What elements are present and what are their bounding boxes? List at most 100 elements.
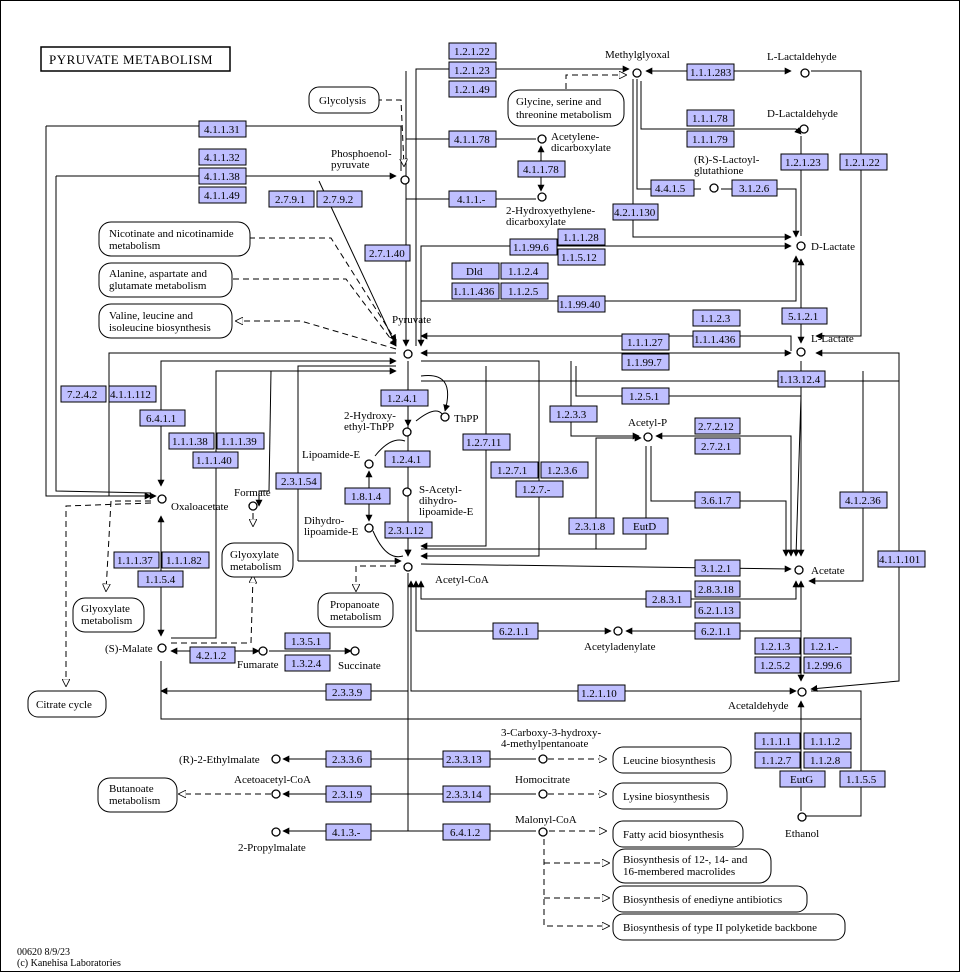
- enzyme-4-1-2-36[interactable]: 4.1.2.36: [839, 491, 888, 509]
- enzyme-4-4-1-5[interactable]: 4.4.1.5: [650, 179, 695, 197]
- enzyme-1-1-1-38[interactable]: 1.1.1.38: [168, 432, 215, 450]
- enzyme-1-2-5-2[interactable]: 1.2.5.2: [754, 656, 801, 674]
- compound-methylglyoxal[interactable]: [632, 68, 642, 78]
- enzyme-4-2-1-2[interactable]: 4.2.1.2: [189, 646, 236, 664]
- enzyme-2-3-1-8[interactable]: 2.3.1.8: [568, 517, 615, 535]
- compound-ethanol[interactable]: [797, 812, 807, 822]
- enzyme-1-13-12-4[interactable]: 1.13.12.4: [777, 370, 826, 388]
- enzyme-1-1-1-79[interactable]: 1.1.1.79: [686, 130, 735, 148]
- enzyme-2-7-9-2[interactable]: 2.7.9.2: [316, 190, 363, 208]
- enzyme-1-2-1-49[interactable]: 1.2.1.49: [448, 80, 497, 98]
- compound-lipoamide-e[interactable]: [364, 459, 374, 469]
- compound-succinate[interactable]: [350, 646, 360, 656]
- compound-acetyladenylate[interactable]: [613, 626, 623, 636]
- enzyme-1-2-1-23-b[interactable]: 1.2.1.23: [780, 153, 829, 171]
- enzyme-1-2-7-dash[interactable]: 1.2.7.-: [515, 480, 564, 498]
- enzyme-3-6-1-7[interactable]: 3.6.1.7: [694, 491, 741, 509]
- enzyme-2-3-3-6[interactable]: 2.3.3.6: [325, 750, 372, 768]
- enzyme-7-2-4-2[interactable]: 7.2.4.2: [60, 385, 107, 403]
- compound-dihydrolipoamide-e[interactable]: [364, 523, 374, 533]
- enzyme-1-1-2-5[interactable]: 1.1.2.5: [500, 282, 549, 300]
- compound-s-acetyl-dihydrolipoamide[interactable]: [402, 487, 412, 497]
- enzyme-1-2-4-1-b[interactable]: 1.2.4.1: [384, 450, 431, 468]
- enzyme-1-1-1-1[interactable]: 1.1.1.1: [754, 732, 801, 750]
- enzyme-2-7-2-1[interactable]: 2.7.2.1: [694, 437, 741, 455]
- enzyme-3-1-2-1[interactable]: 3.1.2.1: [694, 559, 741, 577]
- enzyme-1-1-99-6[interactable]: 1.1.99.6: [509, 238, 558, 256]
- enzyme-1-2-1-23[interactable]: 1.2.1.23: [448, 61, 497, 79]
- enzyme-eutg[interactable]: EutG: [779, 770, 826, 788]
- compound-s-malate[interactable]: [157, 643, 167, 653]
- enzyme-1-1-1-28[interactable]: 1.1.1.28: [557, 228, 606, 246]
- map-lysine-biosynthesis[interactable]: Lysine biosynthesis: [612, 782, 728, 810]
- enzyme-1-1-1-436-a[interactable]: 1.1.1.436: [451, 282, 500, 300]
- compound-acetyl-coa[interactable]: [403, 562, 413, 572]
- enzyme-3-1-2-6[interactable]: 3.1.2.6: [731, 179, 778, 197]
- enzyme-2-8-3-18[interactable]: 2.8.3.18: [694, 580, 741, 598]
- compound-carboxy-hydroxy-methylpentanoate[interactable]: [538, 754, 548, 764]
- enzyme-2-3-3-13[interactable]: 2.3.3.13: [442, 750, 491, 768]
- compound-d-lactaldehyde[interactable]: [799, 124, 809, 134]
- enzyme-4-1-1-101[interactable]: 4.1.1.101: [877, 550, 926, 568]
- enzyme-2-7-9-1[interactable]: 2.7.9.1: [268, 190, 315, 208]
- compound-d-lactate[interactable]: [796, 241, 806, 251]
- enzyme-4-1-1-49[interactable]: 4.1.1.49: [198, 186, 247, 204]
- enzyme-1-2-7-1[interactable]: 1.2.7.1: [490, 461, 539, 479]
- enzyme-1-1-2-7[interactable]: 1.1.2.7: [754, 751, 801, 769]
- enzyme-1-2-1-10[interactable]: 1.2.1.10: [577, 684, 626, 702]
- compound-acetate[interactable]: [794, 565, 804, 575]
- enzyme-dld[interactable]: Dld: [451, 262, 500, 280]
- enzyme-1-1-1-2[interactable]: 1.1.1.2: [803, 732, 852, 750]
- enzyme-4-2-1-130[interactable]: 4.2.1.130: [612, 203, 659, 221]
- compound-oxaloacetate[interactable]: [157, 494, 167, 504]
- compound-l-lactaldehyde[interactable]: [800, 68, 810, 78]
- compound-acetoacetyl-coa[interactable]: [271, 789, 281, 799]
- compound-pyruvate[interactable]: [403, 349, 413, 359]
- enzyme-1-1-99-7[interactable]: 1.1.99.7: [621, 353, 670, 371]
- compound-homocitrate[interactable]: [538, 789, 548, 799]
- enzyme-2-3-1-12[interactable]: 2.3.1.12: [384, 521, 433, 539]
- compound-ethylmalate[interactable]: [271, 754, 281, 764]
- map-glycolysis[interactable]: Glycolysis: [308, 86, 380, 114]
- enzyme-6-4-1-1[interactable]: 6.4.1.1: [139, 409, 186, 427]
- compound-fumarate[interactable]: [258, 646, 268, 656]
- compound-formate[interactable]: [248, 501, 258, 511]
- enzyme-1-1-5-5[interactable]: 1.1.5.5: [839, 770, 886, 788]
- enzyme-6-2-1-13[interactable]: 6.2.1.13: [694, 601, 741, 619]
- enzyme-4-1-1-78-a[interactable]: 4.1.1.78: [448, 130, 497, 148]
- enzyme-1-2-3-3[interactable]: 1.2.3.3: [549, 405, 598, 423]
- enzyme-4-1-1-112[interactable]: 4.1.1.112: [108, 385, 157, 403]
- enzyme-2-8-3-1[interactable]: 2.8.3.1: [645, 590, 692, 608]
- enzyme-4-1-1-32[interactable]: 4.1.1.32: [198, 148, 247, 166]
- enzyme-6-2-1-1-a[interactable]: 6.2.1.1: [492, 622, 539, 640]
- enzyme-1-3-2-4[interactable]: 1.3.2.4: [284, 654, 331, 672]
- map-leucine-biosynthesis[interactable]: Leucine biosynthesis: [612, 746, 732, 774]
- enzyme-1-2-99-6[interactable]: 1.2.99.6: [803, 656, 852, 674]
- map-fatty-acid-biosynthesis[interactable]: Fatty acid biosynthesis: [612, 820, 744, 848]
- enzyme-4-1-3-dash[interactable]: 4.1.3.-: [325, 823, 372, 841]
- enzyme-2-3-3-9[interactable]: 2.3.3.9: [325, 683, 372, 701]
- enzyme-1-3-5-1[interactable]: 1.3.5.1: [284, 632, 331, 650]
- enzyme-5-1-2-1[interactable]: 5.1.2.1: [781, 307, 828, 325]
- compound-thpp[interactable]: [440, 412, 450, 422]
- enzyme-1-1-1-78[interactable]: 1.1.1.78: [686, 109, 735, 127]
- compound-acetylene-dicarboxylate[interactable]: [537, 134, 547, 144]
- enzyme-4-1-1-78-b[interactable]: 4.1.1.78: [517, 160, 566, 178]
- enzyme-6-2-1-1-b[interactable]: 6.2.1.1: [694, 622, 741, 640]
- enzyme-1-1-1-82[interactable]: 1.1.1.82: [161, 551, 210, 569]
- compound-acetyl-p[interactable]: [643, 432, 653, 442]
- enzyme-4-1-1-38[interactable]: 4.1.1.38: [198, 167, 247, 185]
- enzyme-4-1-1-31[interactable]: 4.1.1.31: [198, 120, 247, 138]
- enzyme-1-8-1-4[interactable]: 1.8.1.4: [344, 487, 391, 505]
- compound-l-lactate[interactable]: [796, 347, 806, 357]
- enzyme-1-2-4-1-a[interactable]: 1.2.4.1: [380, 389, 429, 407]
- compound-hydroxyethylene-dicarboxylate[interactable]: [537, 192, 547, 202]
- enzyme-2-3-1-9[interactable]: 2.3.1.9: [325, 785, 372, 803]
- compound-phosphoenolpyruvate[interactable]: [400, 175, 410, 185]
